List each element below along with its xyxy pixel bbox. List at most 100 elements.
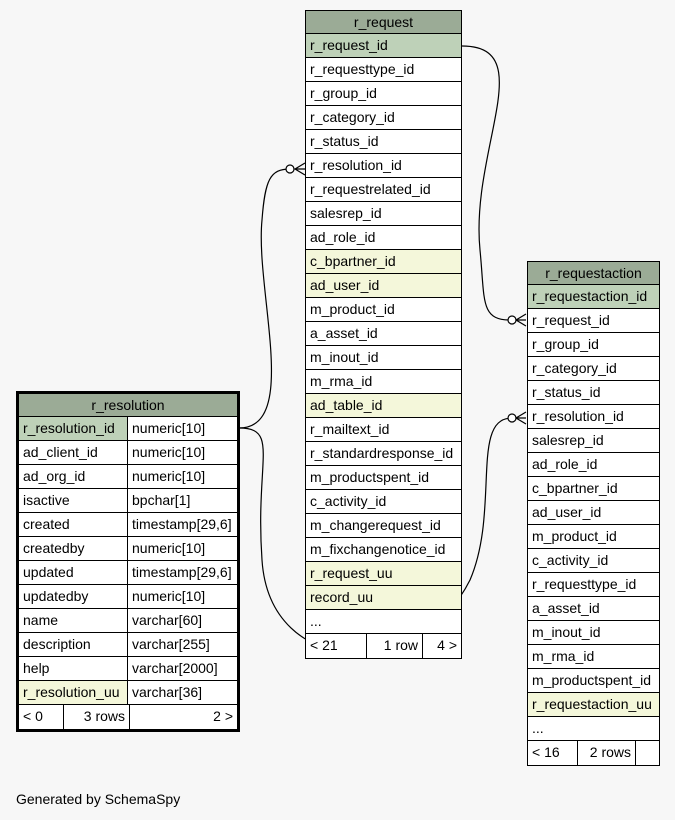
table-row[interactable]: r_category_id <box>306 106 461 130</box>
table-footer: < 0 3 rows 2 > <box>19 705 237 729</box>
optional-marker <box>507 413 517 423</box>
table-row[interactable]: m_inout_id <box>528 621 659 645</box>
table-row[interactable]: ... <box>528 717 659 741</box>
table-title[interactable]: r_resolution <box>19 394 237 417</box>
table-row[interactable]: r_request_id <box>306 34 461 58</box>
column-name: r_request_id <box>532 312 610 328</box>
column-name: m_changerequest_id <box>310 517 441 533</box>
table-row[interactable]: m_product_id <box>306 298 461 322</box>
table-row[interactable]: r_status_id <box>306 130 461 154</box>
column-type: varchar[36] <box>127 681 237 704</box>
table-row[interactable]: updatedby numeric[10] <box>19 585 237 609</box>
table-row[interactable]: salesrep_id <box>306 202 461 226</box>
table-row[interactable]: ad_client_id numeric[10] <box>19 441 237 465</box>
children-link[interactable]: 4 > <box>422 634 461 658</box>
parents-link[interactable]: < 16 <box>532 744 560 760</box>
column-name: c_bpartner_id <box>306 250 461 273</box>
table-row[interactable]: m_productspent_id <box>306 466 461 490</box>
table-row[interactable]: r_requestaction_uu <box>528 693 659 717</box>
table-row[interactable]: r_request_uu <box>306 562 461 586</box>
table-row[interactable]: a_asset_id <box>528 597 659 621</box>
table-row[interactable]: r_resolution_id <box>528 405 659 429</box>
table-row[interactable]: m_inout_id <box>306 346 461 370</box>
table-row[interactable]: r_category_id <box>528 357 659 381</box>
table-row[interactable]: r_group_id <box>528 333 659 357</box>
column-name: r_group_id <box>532 336 599 352</box>
row-count: 1 row <box>366 634 422 658</box>
table-row[interactable]: r_requestrelated_id <box>306 178 461 202</box>
table-row[interactable]: ad_user_id <box>528 501 659 525</box>
column-name: r_request_uu <box>306 562 461 585</box>
table-row[interactable]: r_requesttype_id <box>528 573 659 597</box>
column-name: r_category_id <box>310 109 395 125</box>
table-row[interactable]: m_changerequest_id <box>306 514 461 538</box>
children-link[interactable]: 2 > <box>129 705 237 729</box>
table-row[interactable]: ad_role_id <box>528 453 659 477</box>
table-row[interactable]: r_resolution_id <box>306 154 461 178</box>
column-name: m_inout_id <box>532 624 601 640</box>
table-row[interactable]: c_activity_id <box>528 549 659 573</box>
column-name: ad_client_id <box>23 444 98 460</box>
table-row[interactable]: m_rma_id <box>306 370 461 394</box>
table-row[interactable]: c_bpartner_id <box>306 250 461 274</box>
column-name: r_resolution_id <box>532 408 624 424</box>
table-row[interactable]: c_activity_id <box>306 490 461 514</box>
parents-link[interactable]: < 21 <box>310 637 338 653</box>
column-name: a_asset_id <box>532 600 600 616</box>
table-row[interactable]: r_standardresponse_id <box>306 442 461 466</box>
table-row[interactable]: r_request_id <box>528 309 659 333</box>
table-row[interactable]: m_product_id <box>528 525 659 549</box>
table-title[interactable]: r_request <box>306 11 461 34</box>
column-type: numeric[10] <box>127 585 237 608</box>
table-row[interactable]: ad_table_id <box>306 394 461 418</box>
column-name: isactive <box>23 492 70 508</box>
column-name: r_category_id <box>532 360 617 376</box>
table-footer: < 21 1 row 4 > <box>306 634 461 658</box>
table-row[interactable]: salesrep_id <box>528 429 659 453</box>
column-name: r_mailtext_id <box>310 421 390 437</box>
table-row[interactable]: m_fixchangenotice_id <box>306 538 461 562</box>
column-list: r_requestaction_id r_request_id r_group_id… <box>528 285 659 741</box>
table-row[interactable]: r_requesttype_id <box>306 58 461 82</box>
table-row[interactable]: r_mailtext_id <box>306 418 461 442</box>
table-row[interactable]: m_rma_id <box>528 645 659 669</box>
column-name: m_product_id <box>532 528 617 544</box>
table-row[interactable]: a_asset_id <box>306 322 461 346</box>
children-link[interactable] <box>635 741 659 765</box>
column-type: varchar[60] <box>127 609 237 632</box>
table-row[interactable]: r_requestaction_id <box>528 285 659 309</box>
parents-link[interactable]: < 0 <box>23 708 43 724</box>
row-count: 2 rows <box>577 741 635 765</box>
table-row[interactable]: c_bpartner_id <box>528 477 659 501</box>
table-title[interactable]: r_requestaction <box>528 262 659 285</box>
table-row[interactable]: m_productspent_id <box>528 669 659 693</box>
table-row[interactable]: ... <box>306 610 461 634</box>
table-row[interactable]: r_status_id <box>528 381 659 405</box>
column-name: c_bpartner_id <box>532 480 618 496</box>
crowfoot-request-requestaction <box>514 313 527 327</box>
column-name: m_productspent_id <box>310 469 430 485</box>
column-type: timestamp[29,6] <box>127 513 237 536</box>
column-name: updatedby <box>23 588 89 604</box>
table-row[interactable]: r_group_id <box>306 82 461 106</box>
table-row[interactable]: ad_user_id <box>306 274 461 298</box>
relation-resolution-to-request <box>238 168 291 429</box>
table-row[interactable]: ad_role_id <box>306 226 461 250</box>
column-type: numeric[10] <box>127 441 237 464</box>
table-row[interactable]: record_uu <box>306 586 461 610</box>
column-name: c_activity_id <box>532 552 609 568</box>
